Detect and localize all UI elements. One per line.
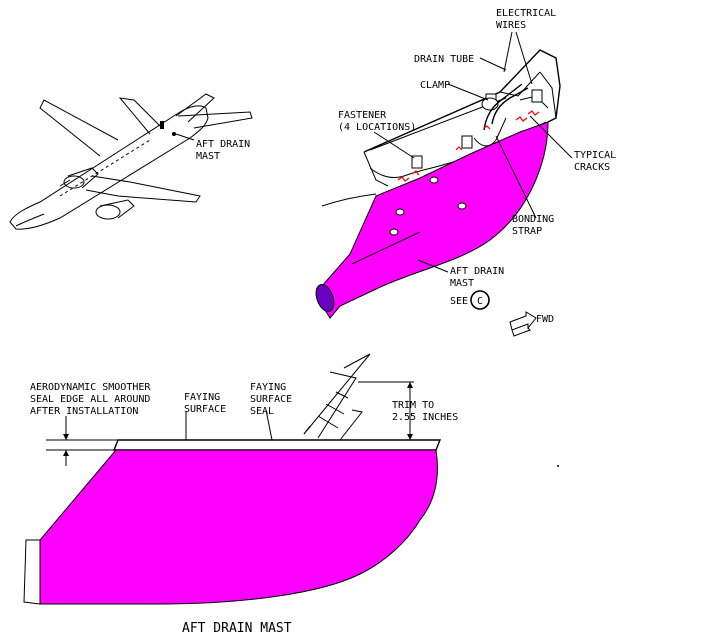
faying-plate	[112, 439, 442, 451]
fastener-label-1: FASTENER	[338, 110, 387, 121]
fwd-arrow-icon	[509, 311, 537, 337]
aft-drain-mast-callout-label-1: AFT DRAIN	[196, 139, 250, 150]
aero-smoother-label-1: AERODYNAMIC SMOOTHER	[30, 382, 151, 393]
electrical-wires-label-1: ELECTRICAL	[496, 8, 556, 19]
mast-isometric-detail	[315, 49, 561, 319]
trim-dimension-line	[358, 381, 414, 440]
diagram-title: AFT DRAIN MAST	[182, 621, 292, 636]
typical-cracks-label-1: TYPICAL	[574, 150, 616, 161]
aft-drain-mast-callout-label-2: MAST	[196, 151, 220, 162]
aft-drain-mast-body	[319, 121, 549, 319]
airplane-illustration	[9, 93, 253, 230]
aft-drain-mast-label-2: MAST	[450, 278, 474, 289]
leader-clamp	[447, 83, 489, 101]
fwd-label: FWD	[536, 314, 554, 325]
aft-drain-mast-label-1: AFT DRAIN	[450, 266, 504, 277]
mast-tube-section	[303, 353, 371, 441]
leader-bonding-strap	[495, 135, 537, 219]
faying-surface-seal-label-3: SEAL	[250, 406, 274, 417]
bonding-strap-label-2: STRAP	[512, 226, 542, 237]
clamp-label: CLAMP	[420, 80, 450, 91]
faying-surface-seal-label-2: SURFACE	[250, 394, 292, 405]
typical-cracks-label-2: CRACKS	[574, 162, 610, 173]
faying-surface-label-2: SURFACE	[184, 404, 226, 415]
aero-smoother-label-3: AFTER INSTALLATION	[30, 406, 138, 417]
drain-tube-label: DRAIN TUBE	[414, 54, 474, 65]
aero-smoother-label-2: SEAL EDGE ALL AROUND	[30, 394, 150, 405]
fastener-label-2: (4 LOCATIONS)	[338, 122, 416, 133]
leader-aft-drain-mast	[417, 259, 449, 273]
leader-fastener	[373, 131, 415, 159]
trim-to-label-1: TRIM TO	[392, 400, 434, 411]
leader-typical-cracks	[529, 115, 573, 159]
see-ref-circle	[470, 290, 490, 310]
see-ref-label: C	[477, 296, 483, 307]
faying-surface-label-1: FAYING	[184, 392, 220, 403]
see-label: SEE	[450, 296, 468, 307]
seal-dimension-line	[46, 439, 118, 451]
leader-electrical-wires	[503, 31, 533, 85]
leader-drain-tube	[479, 57, 507, 71]
electrical-wires-label-2: WIRES	[496, 20, 526, 31]
trim-to-label-2: 2.55 INCHES	[392, 412, 458, 423]
aft-drain-mast-profile	[39, 449, 438, 605]
bonding-strap-label-1: BONDING	[512, 214, 554, 225]
faying-surface-seal-label-1: FAYING	[250, 382, 286, 393]
